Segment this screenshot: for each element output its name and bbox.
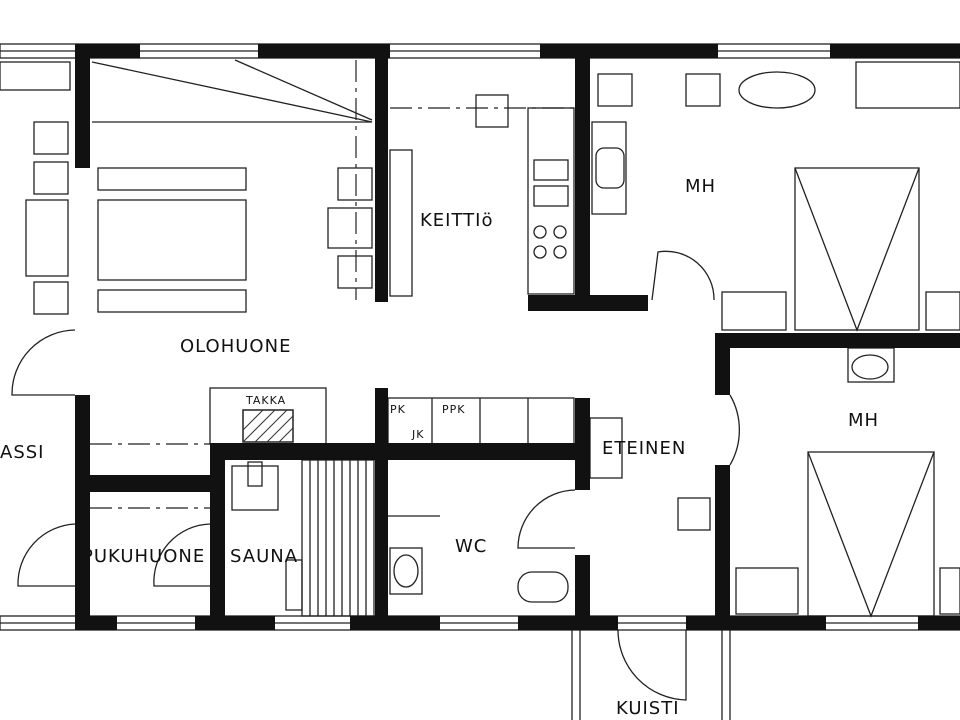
wall bbox=[375, 388, 388, 630]
room-label-dressing-room: PUKUHUONE bbox=[82, 546, 205, 567]
wall bbox=[195, 616, 275, 630]
room-label-living-room: OLOHUONE bbox=[180, 336, 291, 357]
room-label-kitchen: KEITTIö bbox=[420, 210, 493, 231]
wall bbox=[258, 44, 390, 58]
room-label-sauna: SAUNA bbox=[230, 546, 298, 567]
room-label-bedroom-1: MH bbox=[685, 176, 716, 197]
wall bbox=[210, 443, 590, 460]
cabinet-label-jk: JK bbox=[411, 428, 424, 441]
wall bbox=[918, 616, 960, 630]
room-label-wc: WC bbox=[455, 536, 487, 557]
wall bbox=[715, 465, 730, 630]
wall bbox=[686, 616, 826, 630]
room-label-hallway: ETEINEN bbox=[602, 438, 686, 459]
fireplace-label: TAKKA bbox=[245, 394, 286, 407]
cabinet-label-ppk: PPK bbox=[442, 403, 465, 416]
room-label-porch: KUISTI bbox=[616, 698, 680, 719]
wall bbox=[575, 555, 590, 630]
wall bbox=[575, 398, 590, 490]
wall bbox=[575, 58, 590, 300]
wall bbox=[375, 58, 388, 302]
furniture-and-fixtures bbox=[0, 43, 960, 720]
wall bbox=[210, 443, 225, 630]
cabinet-label-pk: PK bbox=[390, 403, 406, 416]
wall bbox=[90, 475, 210, 492]
wall bbox=[540, 44, 718, 58]
walls bbox=[75, 44, 960, 630]
wall bbox=[528, 295, 648, 311]
wall bbox=[350, 616, 440, 630]
wall bbox=[75, 395, 90, 630]
room-label-terrace: ASSI bbox=[0, 442, 44, 463]
wall bbox=[75, 44, 90, 168]
wall bbox=[75, 616, 117, 630]
wall bbox=[75, 44, 140, 58]
room-label-bedroom-2: MH bbox=[848, 410, 879, 431]
wall bbox=[830, 44, 960, 58]
wall bbox=[518, 616, 618, 630]
wall bbox=[715, 333, 730, 395]
wall bbox=[715, 333, 960, 348]
